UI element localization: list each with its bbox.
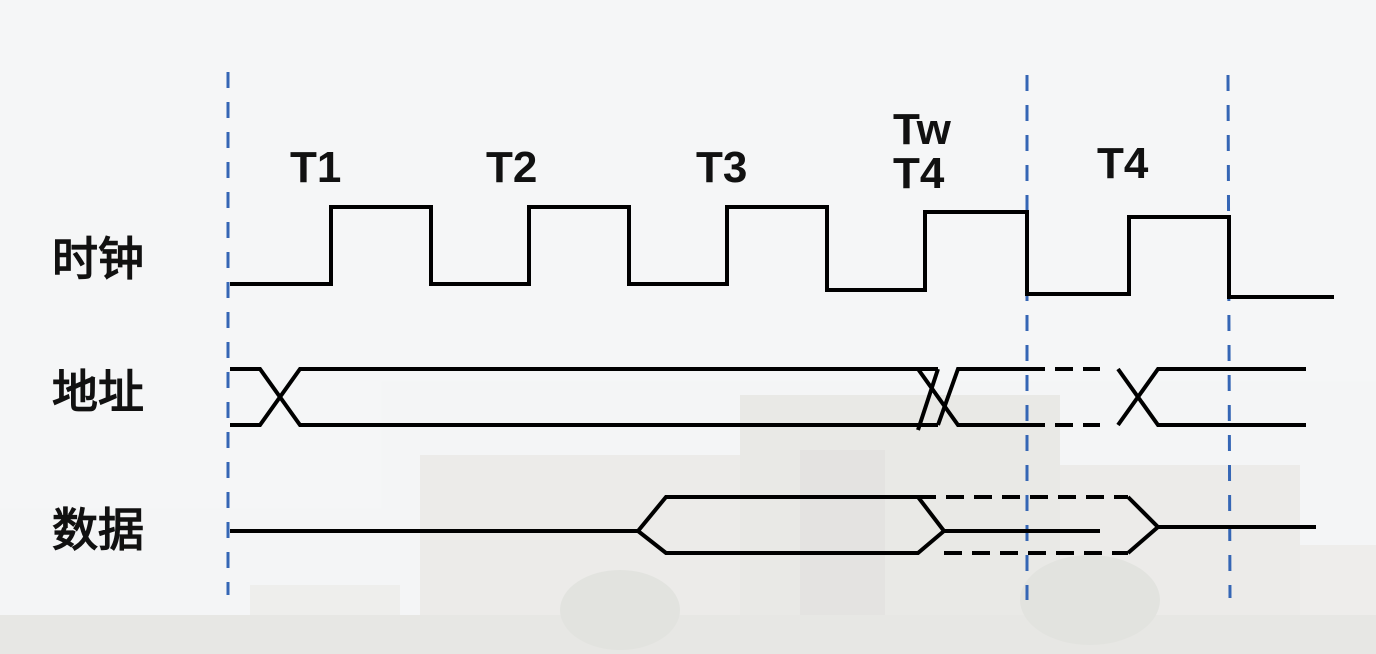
data-bus-waveform — [230, 495, 1316, 555]
address-bus-waveform — [230, 367, 1306, 431]
period-label-t4-alt: T4 — [893, 149, 945, 198]
cycle-dividers — [226, 72, 1232, 600]
signal-label-data: 数据 — [52, 503, 144, 557]
period-label-t1: T1 — [290, 143, 341, 192]
period-label-tw: Tw — [893, 105, 952, 154]
divider-line — [1226, 74, 1232, 599]
period-label-t3: T3 — [696, 143, 747, 192]
period-label-t4: T4 — [1097, 139, 1149, 188]
clock-waveform — [230, 205, 1334, 299]
signal-label-clock: 时钟 — [52, 232, 144, 286]
signal-label-address: 地址 — [52, 365, 144, 419]
period-label-t2: T2 — [486, 143, 537, 192]
